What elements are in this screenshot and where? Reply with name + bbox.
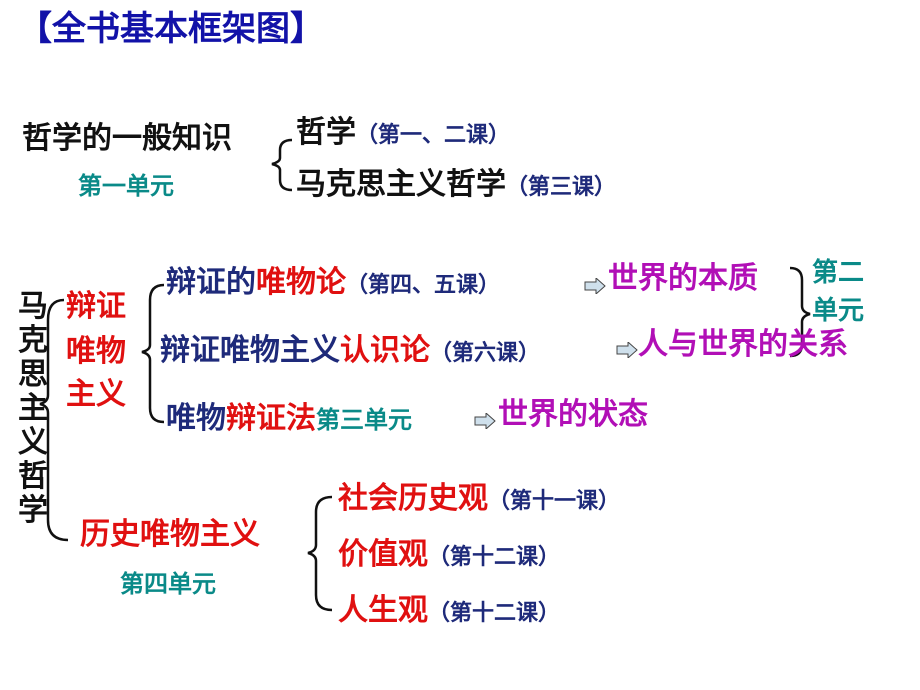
branch-part1: 辩证唯物主义 <box>160 333 340 368</box>
branch-part2: 认识论 <box>340 333 430 368</box>
sub2-unit-label: 第四单元 <box>120 570 216 598</box>
section1-unit-label: 第一单元 <box>78 172 174 200</box>
sub1-line-3: 主义 <box>66 377 126 412</box>
branch-part2: 辩证法 <box>226 401 316 436</box>
brace-root <box>39 298 69 542</box>
right-arrow-icon <box>474 413 496 429</box>
branch-main: 马克思主义哲学 <box>296 167 506 202</box>
target-world-state: 世界的状态 <box>498 397 648 432</box>
branch-part1: 唯物 <box>166 401 226 436</box>
branch-paren: （第六课） <box>430 341 541 366</box>
branch-main: 价值观 <box>338 537 428 572</box>
brace-sub2 <box>307 495 333 612</box>
brace-sub1 <box>141 283 165 424</box>
brace-section1 <box>271 138 293 192</box>
branch-paren: （第十二课） <box>428 545 561 570</box>
target-world-essence: 世界的本质 <box>608 261 758 296</box>
sub2-branch-1: 社会历史观（第十一课） <box>338 484 620 514</box>
section1-root: 哲学的一般知识 <box>22 121 232 156</box>
sub1-branch-3: 唯物辩证法第三单元 <box>166 404 412 434</box>
sub1-line-2: 唯物 <box>66 334 126 369</box>
branch-paren: （第三课） <box>506 175 617 200</box>
brace-unit2 <box>789 266 811 358</box>
page-title: 【全书基本框架图】 <box>18 9 324 49</box>
sub2-branch-3: 人生观（第十二课） <box>338 596 560 626</box>
target-human-world-relation: 人与世界的关系 <box>638 327 848 362</box>
right-arrow-icon <box>584 278 606 294</box>
branch-unit: 第三单元 <box>316 406 412 434</box>
unit2-line-2: 单元 <box>812 296 865 326</box>
branch-paren: （第十二课） <box>428 601 561 626</box>
section1-branch-2: 马克思主义哲学（第三课） <box>296 170 616 200</box>
root-vertical-text: 马克思主义哲学 <box>18 289 48 528</box>
sub1-branch-1: 辩证的唯物论（第四、五课） <box>166 268 500 298</box>
section2-root-vertical: 马克思主义哲学 <box>16 290 50 528</box>
branch-main: 哲学 <box>296 115 356 150</box>
branch-paren: （第一、二课） <box>356 123 511 148</box>
sub2-label: 历史唯物主义 <box>80 517 260 552</box>
sub2-branch-2: 价值观（第十二课） <box>338 540 560 570</box>
right-arrow-icon <box>616 342 638 358</box>
branch-main: 社会历史观 <box>338 481 488 516</box>
sub1-line-1: 辩证 <box>66 289 126 324</box>
branch-paren: （第十一课） <box>488 489 621 514</box>
section1-branch-1: 哲学（第一、二课） <box>296 118 510 148</box>
branch-part1: 辩证的 <box>166 265 256 300</box>
branch-main: 人生观 <box>338 593 428 628</box>
branch-part2: 唯物论 <box>256 265 346 300</box>
sub1-branch-2: 辩证唯物主义认识论（第六课） <box>160 336 540 366</box>
branch-paren: （第四、五课） <box>346 273 501 298</box>
unit2-line-1: 第二 <box>812 258 865 288</box>
